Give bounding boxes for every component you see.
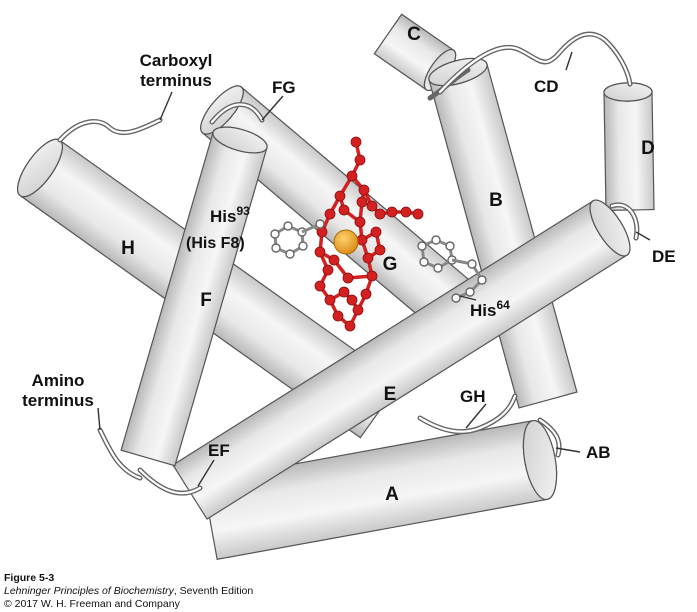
helix-e — [172, 199, 631, 520]
helix-cylinders — [17, 13, 655, 561]
copyright-line: © 2017 W. H. Freeman and Company — [4, 598, 180, 610]
carboxyl-label-line2: terminus — [140, 71, 212, 90]
amino-label-line1: Amino — [32, 371, 85, 390]
loop-label-cd: CD — [534, 77, 559, 96]
loop-label-gh: GH — [460, 387, 486, 406]
loop-label-de: DE — [652, 247, 676, 266]
loop-label-ab: AB — [586, 443, 611, 462]
helix-label-c: C — [407, 24, 421, 45]
helix-label-b: B — [489, 190, 503, 211]
loop-label-ef: EF — [208, 441, 230, 460]
figure-number: Figure 5-3 — [4, 572, 55, 584]
carboxyl-label-line1: Carboxyl — [140, 51, 213, 70]
his64-side-chain — [417, 235, 487, 303]
helix-label-a: A — [385, 484, 399, 505]
helix-label-h: H — [121, 238, 135, 259]
helix-label-f: F — [200, 290, 212, 311]
leader-lines — [97, 51, 651, 487]
his64-label: His64 — [470, 298, 510, 320]
his93-label: His93 — [210, 204, 250, 226]
carboxyl-tail — [57, 117, 163, 143]
his93-side-chain — [270, 219, 325, 259]
book-title-line: Lehninger Principles of Biochemistry, Se… — [4, 585, 254, 597]
helix-a — [202, 419, 558, 561]
helix-f — [120, 126, 268, 467]
heme-group — [314, 136, 424, 332]
helix-label-g: G — [383, 254, 398, 275]
amino-label-line2: terminus — [22, 391, 94, 410]
iron-atom — [333, 229, 359, 255]
loop-label-fg: FG — [272, 78, 296, 97]
helix-label-e: E — [384, 384, 397, 405]
his93-alt-label: (His F8) — [186, 235, 245, 252]
helix-label-d: D — [641, 138, 655, 159]
